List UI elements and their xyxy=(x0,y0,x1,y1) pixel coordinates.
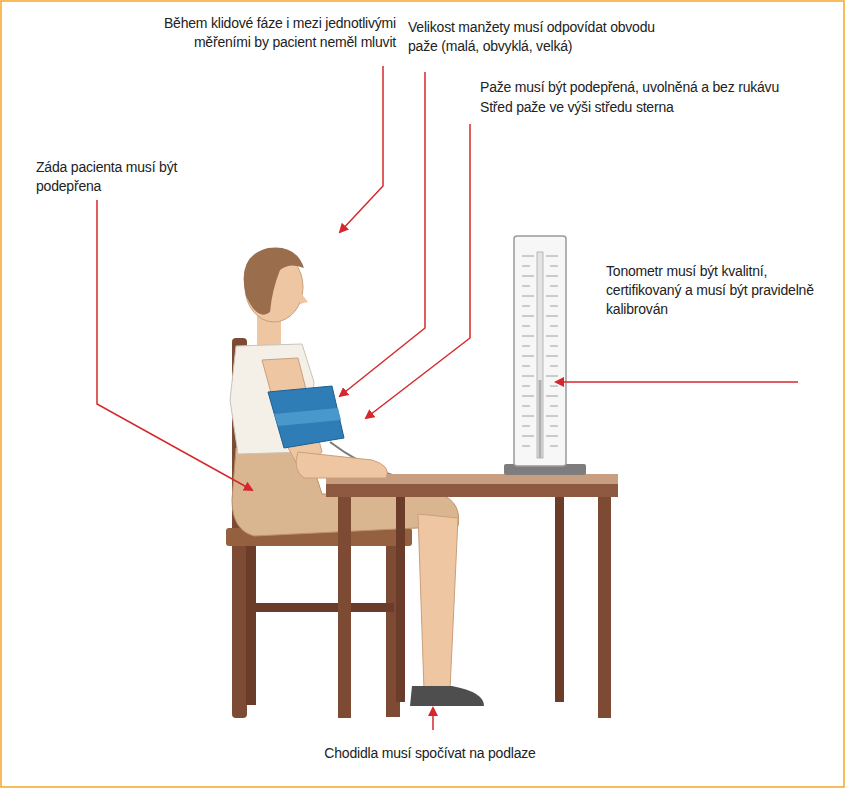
callout-text: Střed paže ve výši středu sterna xyxy=(480,98,835,117)
leader-arrows xyxy=(97,66,798,730)
forearm xyxy=(296,452,387,478)
callout-text: Velikost manžety musí odpovídat obvodu p… xyxy=(408,18,658,56)
callout-text: Paže musí být podepřená, uvolněná a bez … xyxy=(480,78,835,97)
sphygmomanometer xyxy=(504,236,586,475)
callout-text: Záda pacienta musí být podepřena xyxy=(36,158,186,196)
callout-text: Chodidla musí spočívat na podlaze xyxy=(230,744,630,763)
callout-text: Během klidové fáze i mezi jednotlivými m… xyxy=(150,14,396,52)
table xyxy=(326,474,618,718)
callout-text: Tonometr musí být kvalitní, certifikovan… xyxy=(606,262,821,319)
